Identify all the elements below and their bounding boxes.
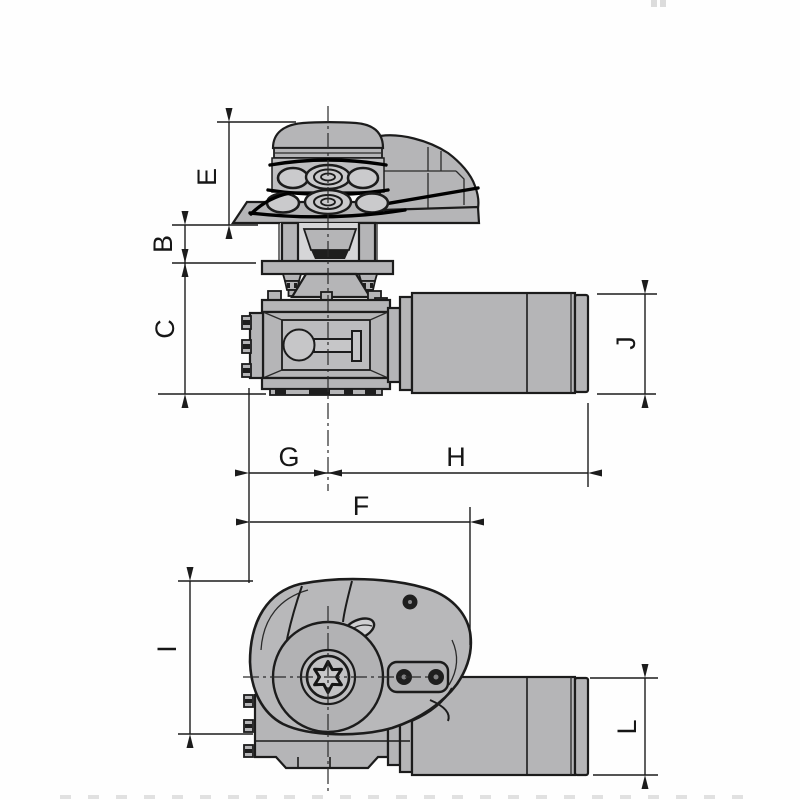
foot-bolt xyxy=(365,389,376,395)
foot-bolt xyxy=(309,389,330,395)
foot-bolt xyxy=(275,389,286,395)
stud-shadow xyxy=(287,283,290,288)
dimension-C: C xyxy=(150,249,189,408)
dimension-label-J: J xyxy=(611,336,641,350)
detail-line xyxy=(262,311,389,379)
dimension-label-B: B xyxy=(148,235,178,253)
motor-side-view xyxy=(386,291,590,395)
column-post-left xyxy=(280,221,300,264)
motor-flange-ring xyxy=(386,306,402,384)
dimension-label-E: E xyxy=(192,168,222,186)
side-elevation-view xyxy=(230,106,590,491)
cover-seam xyxy=(411,687,453,722)
gearbox xyxy=(241,290,392,396)
tab-slot xyxy=(245,699,252,703)
inspection-port xyxy=(282,328,316,362)
detail-line xyxy=(427,147,442,209)
dimension-E: E xyxy=(192,108,296,239)
clutch-cone xyxy=(302,228,358,251)
tab-slot xyxy=(245,724,252,728)
detail-line xyxy=(455,170,465,205)
dimension-F: F xyxy=(236,491,484,645)
dimension-I: I xyxy=(152,567,253,748)
chain-guide-arc xyxy=(249,191,292,216)
stud-shadow xyxy=(370,283,373,288)
gearbox-left-plate xyxy=(248,311,265,380)
dimension-L: L xyxy=(590,664,658,789)
gearbox-left-tabs xyxy=(241,315,252,378)
stud-shadow xyxy=(363,283,366,288)
chain-link xyxy=(354,192,390,214)
gearbox-shaft-end xyxy=(351,330,362,362)
gearbox-lug xyxy=(320,291,333,301)
dimension-label-C: C xyxy=(150,319,180,339)
cover-seam xyxy=(342,580,353,623)
motor-end-cap xyxy=(573,293,590,394)
dimension-B: B xyxy=(148,211,189,277)
cover-bolt-center xyxy=(408,600,412,604)
stud-bolt-left xyxy=(281,273,303,297)
dimensions: E B C J G H F xyxy=(148,108,658,789)
scan-artifacts xyxy=(60,0,745,799)
extension-line xyxy=(178,580,253,735)
tab-slot xyxy=(243,344,250,349)
bracket-bolt-center xyxy=(401,674,407,680)
dimension-label-I: I xyxy=(152,645,182,653)
page-mark-artifact xyxy=(660,0,666,7)
dimension-label-H: H xyxy=(446,442,466,472)
cover-seam xyxy=(429,699,450,722)
clutch-cone-dark-base xyxy=(311,250,349,259)
top-plan-view xyxy=(243,577,590,792)
gearbox-top-flange xyxy=(260,298,392,314)
tab-slot xyxy=(245,749,252,753)
motor-adapter-ring xyxy=(398,295,414,392)
motor-body xyxy=(410,291,577,395)
gearbox-plan-tabs xyxy=(243,694,254,758)
detail-line xyxy=(278,223,378,262)
page-mark-artifact xyxy=(651,0,657,7)
chain-link xyxy=(346,166,380,190)
dimension-label-G: G xyxy=(278,442,299,472)
tab-slot xyxy=(243,320,250,325)
detail-line xyxy=(297,757,331,768)
dimension-label-F: F xyxy=(353,491,370,521)
bracket-bolt-center xyxy=(433,674,439,680)
dimension-J: J xyxy=(597,280,657,408)
tab-slot xyxy=(243,368,250,373)
stud-washer xyxy=(281,273,303,282)
dimension-label-L: L xyxy=(612,719,642,734)
gearbox-bottom-flange xyxy=(260,376,392,391)
motor-end-cap-plan xyxy=(573,676,590,777)
gearbox-lug xyxy=(267,290,282,301)
column-post-right xyxy=(357,221,377,264)
cover-inner-line xyxy=(448,639,458,686)
chain-link xyxy=(276,166,310,190)
stud-washer xyxy=(357,273,379,282)
dimension-G: G xyxy=(235,388,342,583)
stud-shadow xyxy=(294,283,297,288)
foot-bolt xyxy=(344,389,353,395)
dimension-H: H xyxy=(314,403,602,487)
